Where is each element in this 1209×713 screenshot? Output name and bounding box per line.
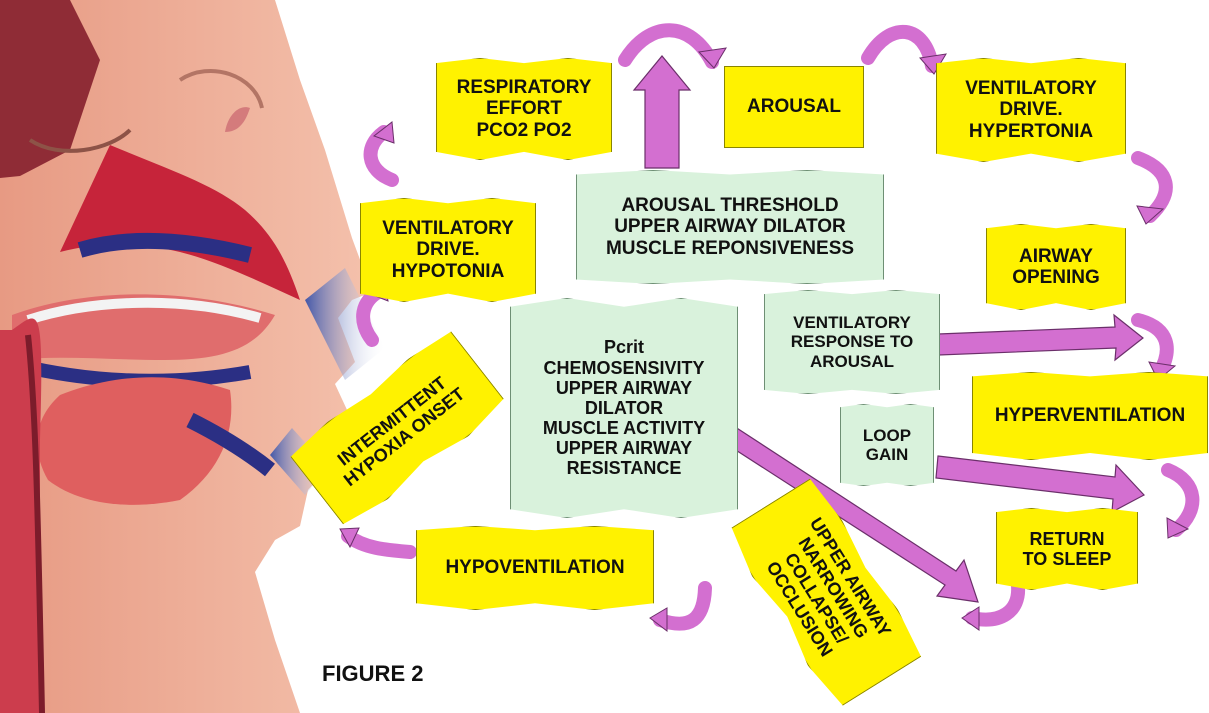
up-arrow-to-arousal <box>634 56 690 168</box>
box-pcrit: Pcrit CHEMOSENSIVITY UPPER AIRWAY DILATO… <box>510 298 738 518</box>
box-hyperventilation: HYPERVENTILATION <box>972 372 1208 460</box>
box-ventilatory-drive-hypotonia: VENTILATORY DRIVE. HYPOTONIA <box>360 198 536 302</box>
box-ventilatory-response: VENTILATORY RESPONSE TO AROUSAL <box>764 290 940 394</box>
box-arousal: AROUSAL <box>724 66 864 148</box>
curve-arrow-respiratory-to-arousal <box>625 30 712 62</box>
curve-arrowhead-7 <box>650 608 667 631</box>
box-hypoventilation: HYPOVENTILATION <box>416 526 654 610</box>
box-loop-gain: LOOP GAIN <box>840 404 934 486</box>
figure-caption: FIGURE 2 <box>322 661 423 687</box>
right-arrow-to-return-to-sleep <box>936 456 1144 512</box>
box-arousal-threshold: AROUSAL THRESHOLD UPPER AIRWAY DILATOR M… <box>576 170 884 284</box>
curve-arrowhead-6 <box>962 607 979 630</box>
box-return-to-sleep: RETURN TO SLEEP <box>996 508 1138 590</box>
box-airway-opening: AIRWAY OPENING <box>986 224 1126 310</box>
box-respiratory-effort: RESPIRATORY EFFORT PCO2 PO2 <box>436 58 612 160</box>
right-arrow-to-airway-opening <box>938 315 1143 360</box>
box-ventilatory-drive-hypertonia: VENTILATORY DRIVE. HYPERTONIA <box>936 58 1126 162</box>
curve-arrow-hypoventilation-to-hypoxia <box>348 536 410 552</box>
head-illustration <box>0 0 372 713</box>
